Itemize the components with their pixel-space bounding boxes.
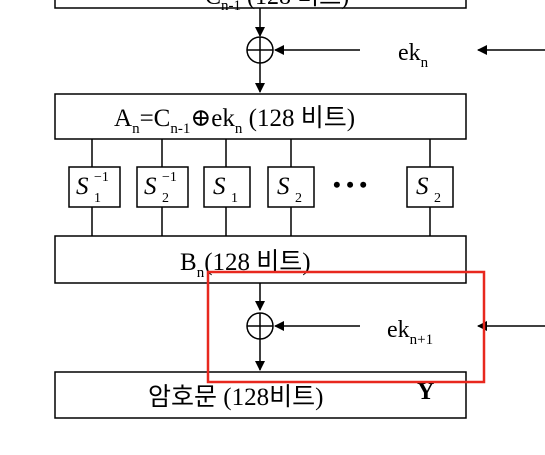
svg-text:−1: −1 xyxy=(162,170,177,185)
final-key-label: ekn+1 xyxy=(387,317,433,348)
y-label: Y xyxy=(417,379,434,405)
svg-text:S: S xyxy=(144,173,157,200)
svg-text:S: S xyxy=(277,173,290,200)
sbox: S −1 2 xyxy=(136,166,189,208)
sbox: S −1 1 xyxy=(68,166,121,208)
svg-text:2: 2 xyxy=(295,191,302,206)
svg-text:1: 1 xyxy=(94,191,101,206)
ellipsis: • • • xyxy=(333,172,367,197)
svg-text:−1: −1 xyxy=(94,170,109,185)
a-box-label: An=Cn-1⊕ekn (128 비트) xyxy=(114,104,355,137)
svg-text:2: 2 xyxy=(434,191,441,206)
a-box: An=Cn-1⊕ekn (128 비트) xyxy=(54,93,467,140)
ciphertext-box: 암호문 (128비트) xyxy=(54,371,467,419)
svg-text:1: 1 xyxy=(231,191,238,206)
highlight-box xyxy=(206,270,486,384)
top-box-label: Cn-1(128 비트) xyxy=(205,0,349,14)
svg-text:S: S xyxy=(416,173,429,200)
sbox: S 2 xyxy=(406,166,454,208)
sbox-connectors xyxy=(91,139,431,236)
xor-symbol xyxy=(246,36,274,64)
round-key-label: ekn xyxy=(398,40,429,71)
svg-text:S: S xyxy=(213,173,226,200)
svg-text:S: S xyxy=(76,173,89,200)
sbox: S 2 xyxy=(267,166,315,208)
b-box: Bn(128 비트) xyxy=(54,235,467,284)
xor-symbol xyxy=(246,312,274,340)
sbox: S 1 xyxy=(203,166,251,208)
ciphertext-label: 암호문 (128비트) xyxy=(148,383,323,411)
svg-text:2: 2 xyxy=(162,191,169,206)
